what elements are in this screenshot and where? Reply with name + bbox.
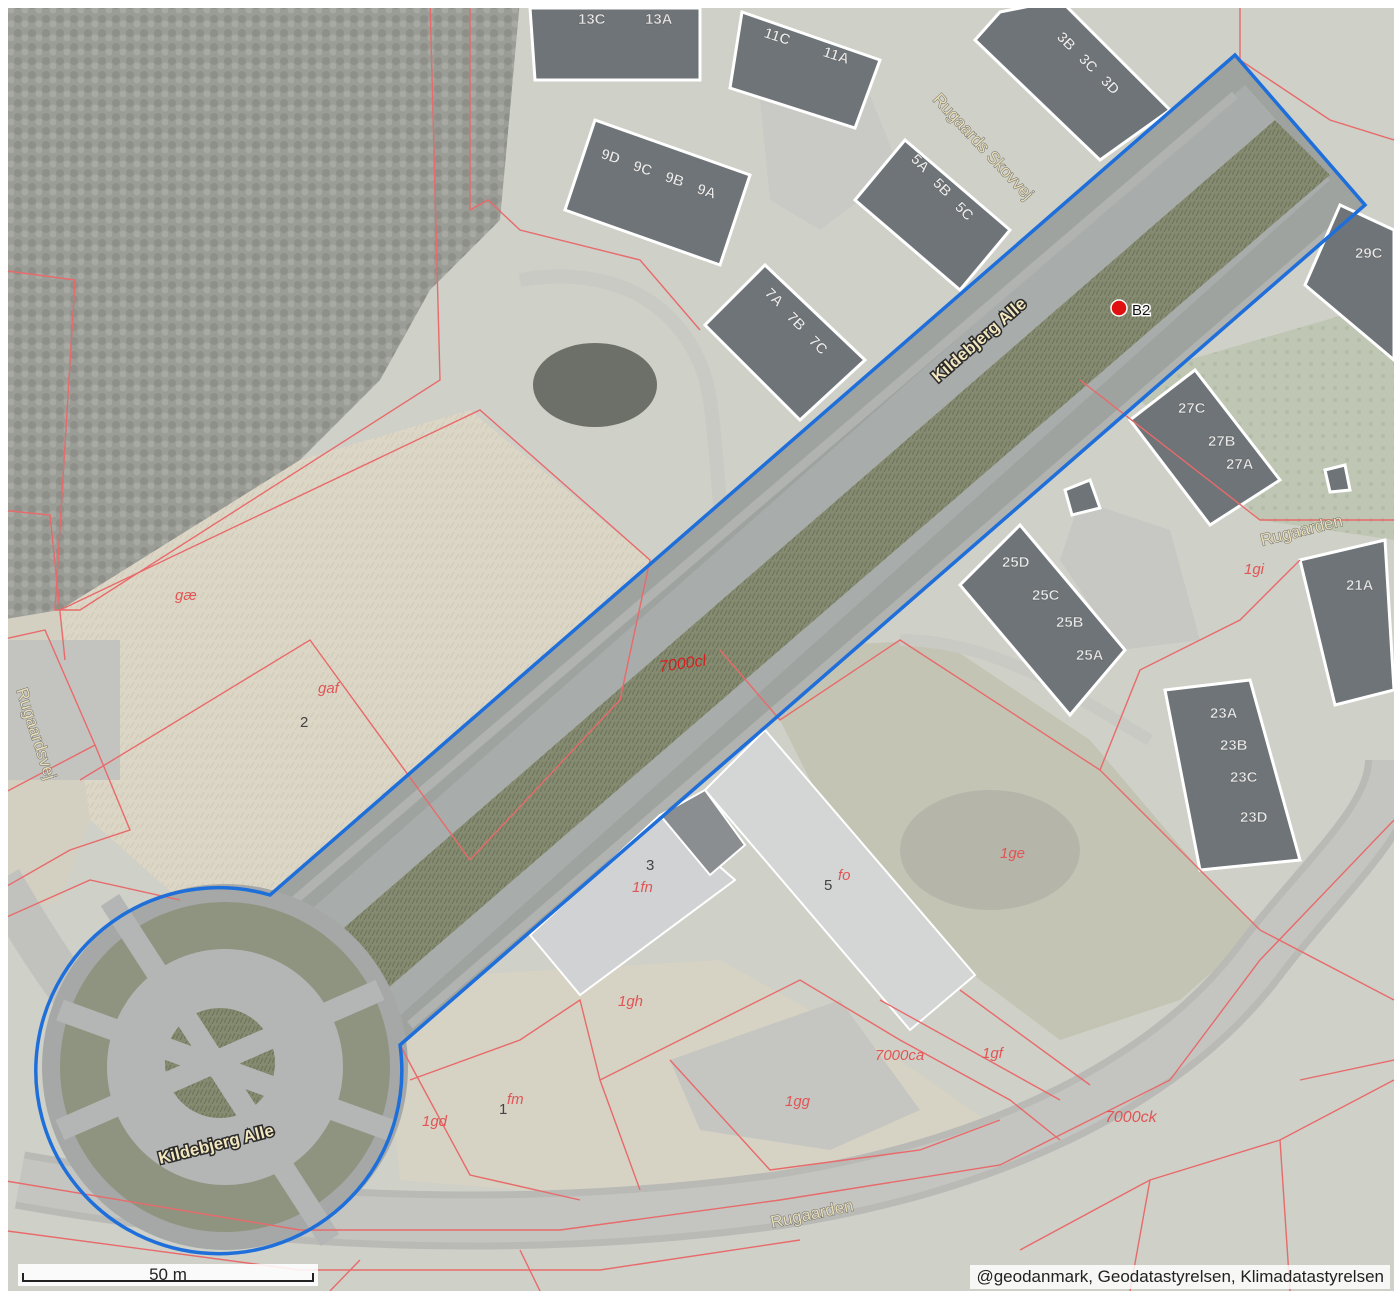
building-label-27C: 27C (1178, 400, 1206, 417)
parcel-label-fm: fm (507, 1091, 524, 1108)
parcel-label-1gi: 1gi (1244, 561, 1265, 578)
parcel-label-1ge: 1ge (1000, 845, 1025, 862)
building-label-9B: 9B (663, 169, 687, 191)
building-label-25B: 25B (1056, 614, 1084, 631)
building-label-13C: 13C (578, 11, 606, 28)
parcel-label-fo: fo (838, 867, 851, 884)
red-dot-icon[interactable] (1110, 299, 1128, 317)
scale-bar-ruler (22, 1273, 314, 1282)
parcel-label-1gd: 1gd (422, 1113, 448, 1130)
parcel-label-gaf: gaf (318, 680, 341, 697)
sidewalk-south (407, 211, 1353, 1029)
parcel-label-gae: gæ (175, 587, 197, 604)
marker-label: B2 (1132, 302, 1150, 319)
building-label-25C: 25C (1032, 587, 1060, 604)
marker-b2[interactable]: B2 (1110, 299, 1152, 321)
building-label-9D: 9D (599, 146, 623, 168)
building-label-13A: 13A (645, 11, 673, 28)
selected-parcel-outline[interactable] (34, 52, 1368, 1256)
house-number-2: 2 (300, 714, 308, 731)
road-rugaarden-surface (16, 758, 1394, 1243)
building-label-23B: 23B (1220, 737, 1248, 754)
parcel-label-1fn: 1fn (632, 879, 653, 896)
house-number-5: 5 (824, 877, 832, 894)
parking-west (0, 640, 120, 780)
kildebjerg-median (330, 120, 1330, 995)
parcel-label-1gh: 1gh (618, 993, 643, 1010)
house-number-1: 1 (499, 1101, 507, 1118)
building-label-25A: 25A (1076, 647, 1104, 664)
building-label-27A: 27A (1226, 456, 1254, 473)
roundabout-approaches (55, 894, 394, 1246)
map-attribution: @geodanmark, Geodatastyrelsen, Klimadata… (970, 1265, 1390, 1289)
pond (533, 343, 657, 427)
parcel-label-7000ca: 7000ca (875, 1047, 924, 1064)
house-number-3: 3 (646, 857, 654, 874)
building-label-9A: 9A (695, 181, 719, 203)
building-label-23D: 23D (1240, 809, 1268, 826)
forest-area (0, 0, 520, 620)
wetland-pond (900, 790, 1080, 910)
parking-south (670, 1000, 920, 1150)
parcel-label-1gg: 1gg (785, 1093, 811, 1110)
scale-bar: 50 m (18, 1264, 318, 1286)
scale-bar-label: 50 m (149, 1265, 187, 1284)
building-label-23C: 23C (1230, 769, 1258, 786)
building-label-25D: 25D (1002, 554, 1030, 571)
parcel-label-1gf: 1gf (982, 1045, 1005, 1062)
building-label-23A: 23A (1210, 705, 1238, 722)
building-label-9C: 9C (631, 158, 655, 180)
sidewalk-north (292, 91, 1238, 904)
building-label-27B: 27B (1208, 433, 1236, 450)
building-label-21A: 21A (1346, 577, 1374, 594)
parcel-label-7000ck: 7000ck (1105, 1109, 1158, 1126)
building-label-29C: 29C (1355, 245, 1383, 262)
buildings (528, 0, 1394, 1032)
parcel-label-7000cl: 7000cl (658, 653, 707, 676)
